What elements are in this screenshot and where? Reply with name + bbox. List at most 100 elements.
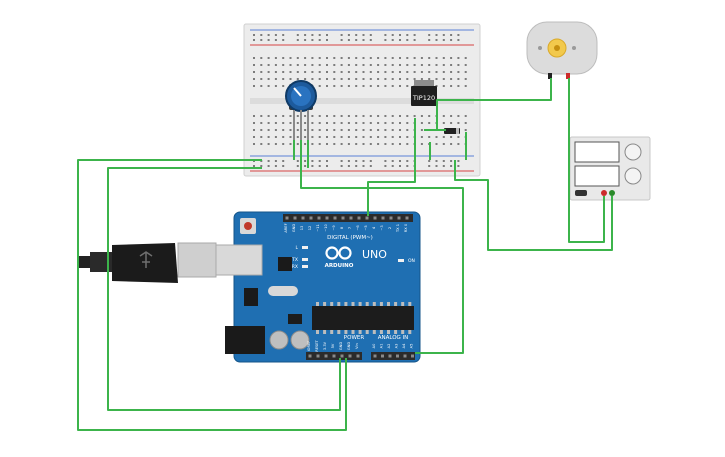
breadboard-hole[interactable] (384, 143, 387, 145)
breadboard-hole[interactable] (428, 122, 431, 124)
breadboard-hole[interactable] (406, 143, 409, 145)
breadboard-hole[interactable] (464, 71, 467, 73)
breadboard-hole[interactable] (253, 143, 255, 145)
rail-hole[interactable] (347, 34, 350, 36)
breadboard-hole[interactable] (318, 122, 321, 124)
rail-hole[interactable] (318, 160, 321, 162)
rail-hole[interactable] (318, 39, 321, 41)
breadboard-hole[interactable] (362, 78, 365, 80)
rail-hole[interactable] (450, 165, 453, 167)
breadboard-hole[interactable] (289, 122, 292, 124)
breadboard-hole[interactable] (318, 115, 321, 117)
breadboard-hole[interactable] (450, 143, 453, 145)
breadboard-hole[interactable] (347, 78, 350, 80)
rail-hole[interactable] (260, 39, 263, 41)
breadboard-hole[interactable] (420, 129, 423, 131)
breadboard-hole[interactable] (260, 122, 263, 124)
breadboard-hole[interactable] (369, 115, 372, 117)
breadboard-hole[interactable] (333, 143, 336, 145)
breadboard-hole[interactable] (391, 85, 394, 87)
rail-hole[interactable] (457, 34, 460, 36)
breadboard-hole[interactable] (457, 85, 460, 87)
header-pin[interactable] (356, 354, 360, 358)
header-pin[interactable] (301, 216, 305, 220)
usb-plug-icon[interactable] (112, 243, 178, 283)
rail-hole[interactable] (296, 160, 299, 162)
header-pin[interactable] (293, 216, 297, 220)
breadboard-hole[interactable] (304, 115, 307, 117)
breadboard-hole[interactable] (442, 143, 445, 145)
rail-hole[interactable] (362, 165, 365, 167)
breadboard-hole[interactable] (260, 136, 263, 138)
breadboard-hole[interactable] (304, 136, 307, 138)
breadboard-hole[interactable] (260, 57, 263, 59)
breadboard-hole[interactable] (296, 122, 299, 124)
header-pin[interactable] (405, 216, 409, 220)
wire-motor-positive-supply[interactable] (568, 78, 605, 243)
breadboard-hole[interactable] (464, 129, 467, 131)
breadboard-hole[interactable] (450, 115, 453, 117)
power-switch[interactable] (575, 190, 587, 196)
breadboard-hole[interactable] (318, 71, 321, 73)
breadboard-hole[interactable] (391, 122, 394, 124)
rail-hole[interactable] (406, 34, 409, 36)
rail-hole[interactable] (355, 160, 358, 162)
breadboard-hole[interactable] (399, 115, 401, 117)
breadboard-hole[interactable] (311, 143, 314, 145)
breadboard-hole[interactable] (442, 115, 445, 117)
breadboard-hole[interactable] (377, 78, 380, 80)
breadboard-hole[interactable] (413, 57, 416, 59)
breadboard-hole[interactable] (406, 129, 409, 131)
breadboard-hole[interactable] (457, 71, 460, 73)
breadboard-hole[interactable] (318, 78, 321, 80)
rail-hole[interactable] (391, 39, 394, 41)
breadboard-hole[interactable] (311, 122, 314, 124)
breadboard-hole[interactable] (420, 78, 423, 80)
rail-hole[interactable] (267, 165, 270, 167)
breadboard-hole[interactable] (464, 57, 467, 59)
breadboard-hole[interactable] (369, 64, 372, 66)
rail-hole[interactable] (253, 34, 255, 36)
rail-hole[interactable] (267, 34, 270, 36)
rail-hole[interactable] (362, 34, 365, 36)
rail-hole[interactable] (391, 160, 394, 162)
rail-hole[interactable] (406, 165, 409, 167)
header-pin[interactable] (317, 216, 321, 220)
breadboard-hole[interactable] (340, 85, 343, 87)
breadboard-hole[interactable] (333, 129, 336, 131)
breadboard-hole[interactable] (457, 122, 460, 124)
breadboard-hole[interactable] (326, 143, 328, 145)
breadboard-hole[interactable] (442, 85, 445, 87)
breadboard-hole[interactable] (362, 71, 365, 73)
wire-pin9-transistor[interactable] (367, 118, 416, 216)
header-pin[interactable] (411, 354, 414, 358)
rail-hole[interactable] (326, 39, 328, 41)
breadboard-hole[interactable] (362, 57, 365, 59)
breadboard-hole[interactable] (289, 143, 292, 145)
breadboard-hole[interactable] (464, 122, 467, 124)
rail-hole[interactable] (450, 34, 453, 36)
breadboard-hole[interactable] (384, 78, 387, 80)
breadboard-hole[interactable] (260, 129, 263, 131)
breadboard-hole[interactable] (442, 71, 445, 73)
diode[interactable] (444, 128, 460, 134)
rail-hole[interactable] (296, 34, 299, 36)
breadboard-hole[interactable] (413, 115, 416, 117)
breadboard-hole[interactable] (406, 115, 409, 117)
breadboard-hole[interactable] (340, 64, 343, 66)
breadboard-hole[interactable] (391, 143, 394, 145)
breadboard-hole[interactable] (274, 129, 277, 131)
breadboard-hole[interactable] (420, 71, 423, 73)
breadboard-hole[interactable] (362, 136, 365, 138)
breadboard-hole[interactable] (457, 143, 460, 145)
breadboard-hole[interactable] (267, 71, 270, 73)
breadboard-hole[interactable] (355, 115, 358, 117)
breadboard-hole[interactable] (326, 85, 328, 87)
breadboard-hole[interactable] (450, 136, 453, 138)
breadboard-hole[interactable] (311, 129, 314, 131)
rail-hole[interactable] (340, 39, 343, 41)
breadboard-hole[interactable] (362, 122, 365, 124)
rail-hole[interactable] (296, 165, 299, 167)
breadboard-hole[interactable] (304, 71, 307, 73)
breadboard-hole[interactable] (428, 57, 431, 59)
